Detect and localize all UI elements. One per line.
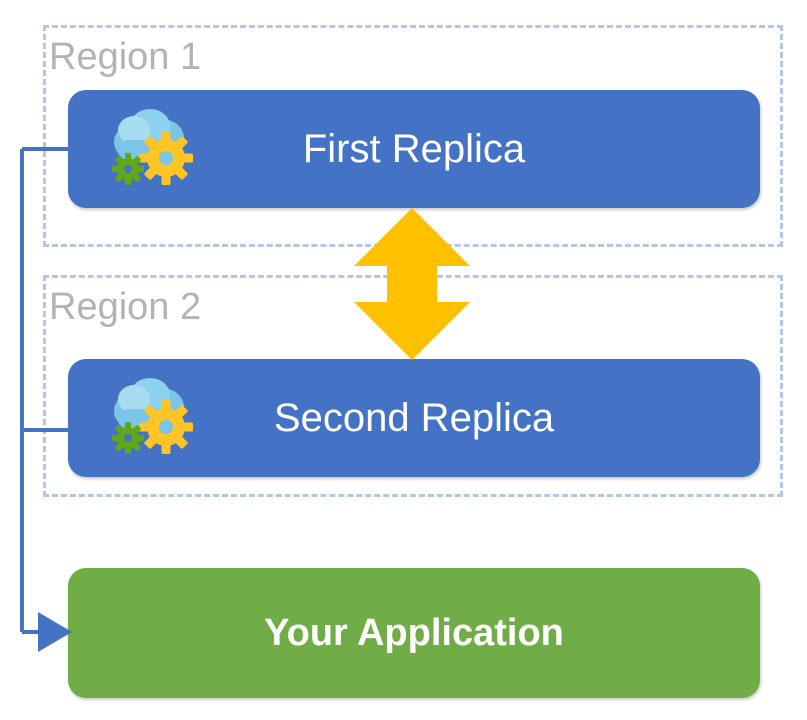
application-label-wrap: Your Application <box>68 568 760 698</box>
your-application-node[interactable]: Your Application <box>68 568 760 698</box>
your-application-label: Your Application <box>264 612 564 654</box>
first-replica-node[interactable]: First Replica <box>68 90 760 208</box>
second-replica-node[interactable]: Second Replica <box>68 359 760 477</box>
cloud-gear-icon <box>104 375 208 461</box>
second-replica-label-wrap: Second Replica <box>68 359 760 477</box>
region-1-label: Region 1 <box>49 36 202 78</box>
second-replica-label: Second Replica <box>273 396 555 440</box>
bidirectional-sync-arrow-icon <box>352 208 472 360</box>
cloud-gear-icon <box>104 106 208 192</box>
first-replica-label: First Replica <box>302 127 526 171</box>
region-2-label: Region 2 <box>49 286 202 328</box>
first-replica-label-wrap: First Replica <box>68 90 760 208</box>
